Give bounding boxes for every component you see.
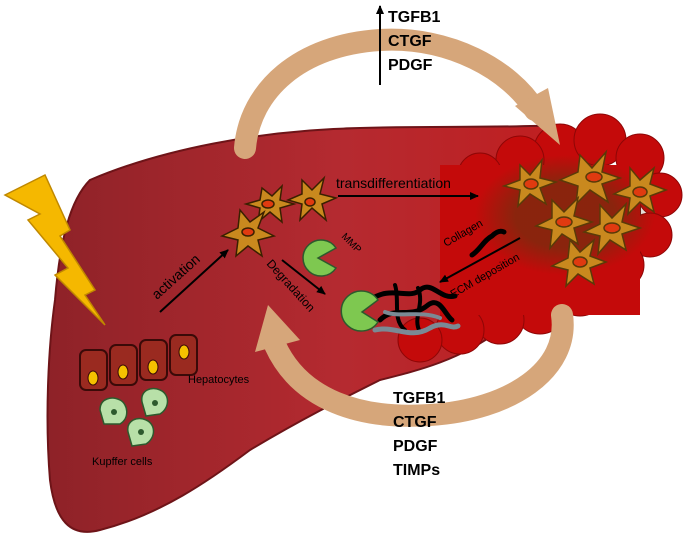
top-factor-label: CTGF [388,33,432,50]
bottom-factor-label: TIMPs [393,462,440,479]
transdifferentiation-label: transdifferentiation [336,175,451,191]
kupffer-cells-label: Kupffer cells [92,456,153,468]
bottom-factor-label: CTGF [393,414,437,431]
kupffer-nucleus-icon [111,409,117,415]
hepatocyte-nucleus-icon [147,359,159,375]
hepatocyte-icon [79,349,108,391]
top-factor-label: PDGF [388,57,433,74]
kupffer-cells [99,387,169,447]
hepatocyte-nucleus-icon [178,344,190,360]
lightning-bolt-icon [3,173,106,326]
activated-nucleus-icon [632,186,648,198]
bottom-factor-label: PDGF [393,438,438,455]
top-factors: TGFB1 CTGF PDGF [388,9,441,74]
top-factor-label: TGFB1 [388,9,441,26]
stellate-nucleus-icon [241,227,255,237]
kupffer-nucleus-icon [138,429,144,435]
hepatocyte-nucleus-icon [117,364,129,380]
stellate-nucleus-icon [261,199,275,209]
mmp-enzyme-icon [302,239,338,277]
activated-nucleus-icon [603,222,621,234]
stellate-nucleus-icon [304,197,316,207]
bottom-factors: TGFB1 CTGF PDGF TIMPs [393,390,446,479]
stellate-cells [219,175,339,258]
kupffer-nucleus-icon [152,400,158,406]
hepatocytes-label: Hepatocytes [188,374,250,386]
activated-nucleus-icon [572,256,588,268]
collagen-fiber-icon [469,228,507,258]
ecm-tangle [367,283,461,336]
bottom-cycle-arrow [255,304,574,427]
activation-arrow [159,249,229,313]
ecm-deposition-arrow [439,237,521,283]
activated-nucleus-icon [585,171,603,183]
activated-nucleus-icon [555,216,573,228]
hepatocyte-nucleus-icon [87,370,99,386]
activated-nucleus-icon [523,178,539,190]
degradation-arrow [281,259,326,295]
myofibroblast-cluster [475,149,669,289]
bottom-factor-label: TGFB1 [393,390,446,407]
mmp-enzyme-icon [340,290,380,332]
hepatocytes [79,334,198,391]
